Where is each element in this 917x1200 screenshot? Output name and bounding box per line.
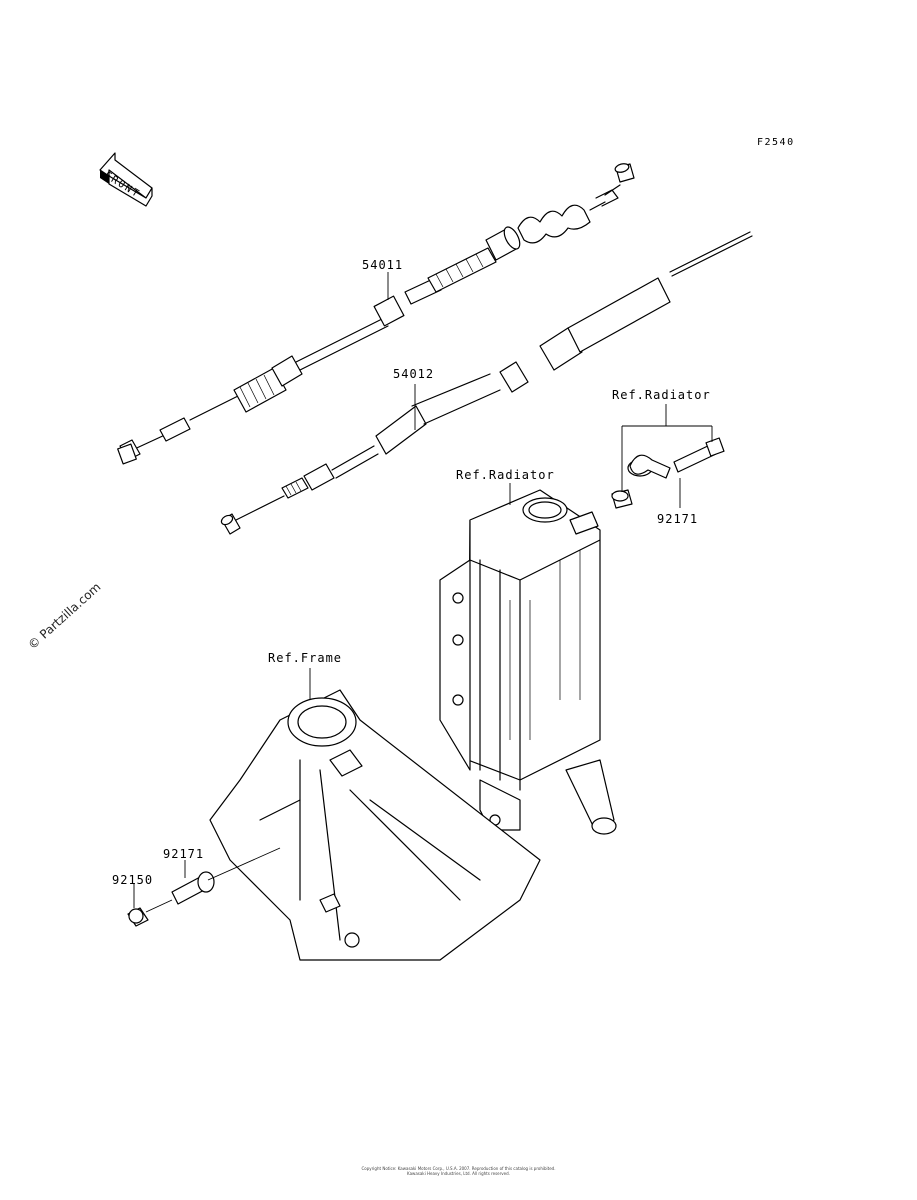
ref-radiator-body-label: Ref.Radiator — [456, 468, 555, 482]
ref-radiator-clamp-label: Ref.Radiator — [612, 388, 711, 402]
front-arrow-icon — [99, 152, 153, 207]
radiator-assembly — [439, 489, 617, 835]
ref-frame-label: Ref.Frame — [268, 651, 343, 665]
radiator-clamp-assembly — [611, 437, 725, 509]
part-label-54012[interactable]: 54012 — [393, 367, 435, 381]
clutch-cable-54011 — [117, 163, 635, 465]
throttle-cable-54012 — [220, 231, 753, 535]
part-label-54011[interactable]: 54011 — [362, 258, 404, 272]
figure-code: F2540 — [757, 137, 795, 148]
copyright-line-2: Kawasaki Heavy Industries, Ltd. All righ… — [407, 1171, 510, 1176]
part-label-92150[interactable]: 92150 — [112, 873, 154, 887]
part-label-92171-frame[interactable]: 92171 — [163, 847, 205, 861]
copyright-line-1: Copyright Notice: Kawasaki Motors Corp.,… — [361, 1166, 556, 1171]
leader-lines — [133, 272, 713, 908]
part-label-92171-clamp[interactable]: 92171 — [657, 512, 699, 526]
copyright-footer: Copyright Notice: Kawasaki Motors Corp.,… — [0, 1166, 917, 1176]
frame-bolt-and-nut — [127, 847, 281, 927]
frame-section — [209, 689, 541, 961]
